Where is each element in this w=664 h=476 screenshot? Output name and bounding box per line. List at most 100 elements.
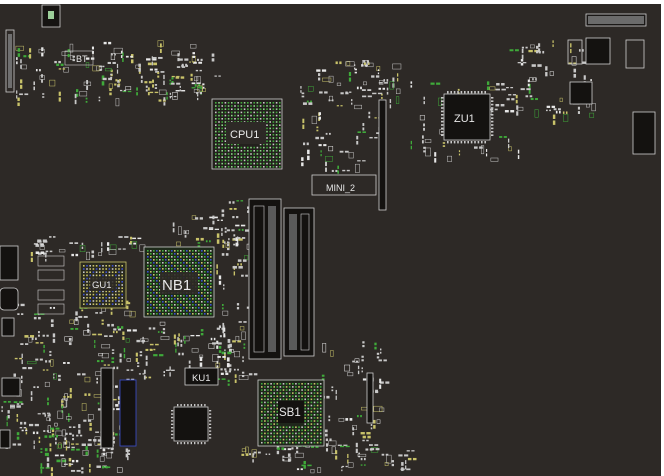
pad [125, 86, 132, 91]
pad [267, 429, 269, 432]
pad [272, 105, 275, 107]
pad [263, 156, 265, 158]
pad [89, 265, 91, 267]
pad [313, 392, 316, 394]
pad [553, 108, 557, 111]
pad [147, 262, 149, 264]
pad [302, 118, 305, 124]
pad [256, 105, 259, 107]
memory-slot-2[interactable] [283, 207, 315, 357]
pad [221, 162, 223, 165]
pad [457, 141, 459, 144]
pad [376, 132, 380, 134]
pad [292, 383, 294, 385]
pad [221, 140, 223, 142]
pad [227, 108, 230, 110]
pad [259, 118, 262, 120]
pad [237, 150, 239, 152]
pad [273, 417, 275, 419]
nb1-chip[interactable]: NB1 [143, 246, 215, 318]
pad [49, 250, 53, 253]
pad [86, 277, 88, 280]
pad [216, 340, 219, 345]
pad [545, 109, 548, 112]
pad [372, 92, 377, 95]
pad [362, 378, 367, 381]
pad [174, 301, 176, 303]
pad [521, 54, 524, 60]
top-right-connector[interactable] [585, 13, 647, 27]
pad [195, 262, 197, 264]
pad [319, 417, 322, 419]
pad [266, 121, 268, 123]
pad [238, 228, 241, 231]
mini2-connector[interactable]: MINI_2 [311, 174, 377, 196]
pad [245, 453, 249, 456]
pad [77, 373, 81, 376]
pad [159, 280, 161, 282]
pad [153, 313, 155, 315]
pad [123, 89, 127, 92]
pad [159, 301, 161, 303]
bottom-chip[interactable] [171, 404, 212, 445]
memory-slot-1[interactable] [248, 198, 282, 360]
pad [171, 420, 174, 422]
pad [549, 109, 551, 112]
pad [159, 354, 164, 357]
pad [153, 253, 155, 255]
pad [145, 348, 149, 351]
pad [285, 389, 288, 391]
pad [570, 48, 572, 54]
pad [38, 48, 45, 54]
pad [224, 227, 227, 230]
pad [207, 259, 209, 261]
pad [276, 383, 279, 385]
pad [307, 401, 310, 404]
pad [447, 155, 452, 162]
pad [17, 53, 21, 57]
pad [198, 259, 200, 261]
pad [243, 156, 246, 158]
right-connector[interactable] [567, 37, 656, 155]
pad [71, 446, 75, 449]
pad [89, 300, 91, 302]
pad [84, 393, 87, 396]
pad [307, 429, 310, 432]
pad [177, 304, 179, 306]
pad [204, 304, 206, 306]
pad [272, 162, 275, 165]
pad [47, 397, 49, 401]
pad [204, 265, 206, 267]
pad [317, 467, 322, 473]
pad [180, 76, 185, 79]
pad [89, 293, 91, 296]
pad [210, 253, 212, 255]
pad [351, 99, 353, 102]
pad [159, 292, 161, 294]
pad [17, 48, 21, 52]
pad [379, 80, 384, 85]
cpu1-chip[interactable]: CPU1 [211, 98, 283, 170]
zu1-chip[interactable]: ZU1 [441, 91, 494, 144]
pad [228, 349, 234, 353]
pad [515, 94, 518, 99]
pad [89, 271, 91, 273]
pad [272, 108, 275, 110]
gu1-chip[interactable]: GU1 [79, 261, 127, 309]
pad [215, 162, 217, 165]
pad [115, 79, 118, 82]
pad [180, 268, 182, 270]
pad [168, 313, 170, 315]
ku1-chip[interactable]: KU1 [184, 367, 219, 386]
pad [250, 146, 252, 149]
pad [204, 313, 206, 315]
sb1-chip[interactable]: SB1 [257, 379, 325, 447]
top-left-connector[interactable] [5, 4, 61, 93]
pad [138, 373, 141, 375]
pad [250, 105, 252, 107]
pad [209, 437, 212, 439]
pad [310, 441, 313, 444]
pad [222, 310, 229, 316]
